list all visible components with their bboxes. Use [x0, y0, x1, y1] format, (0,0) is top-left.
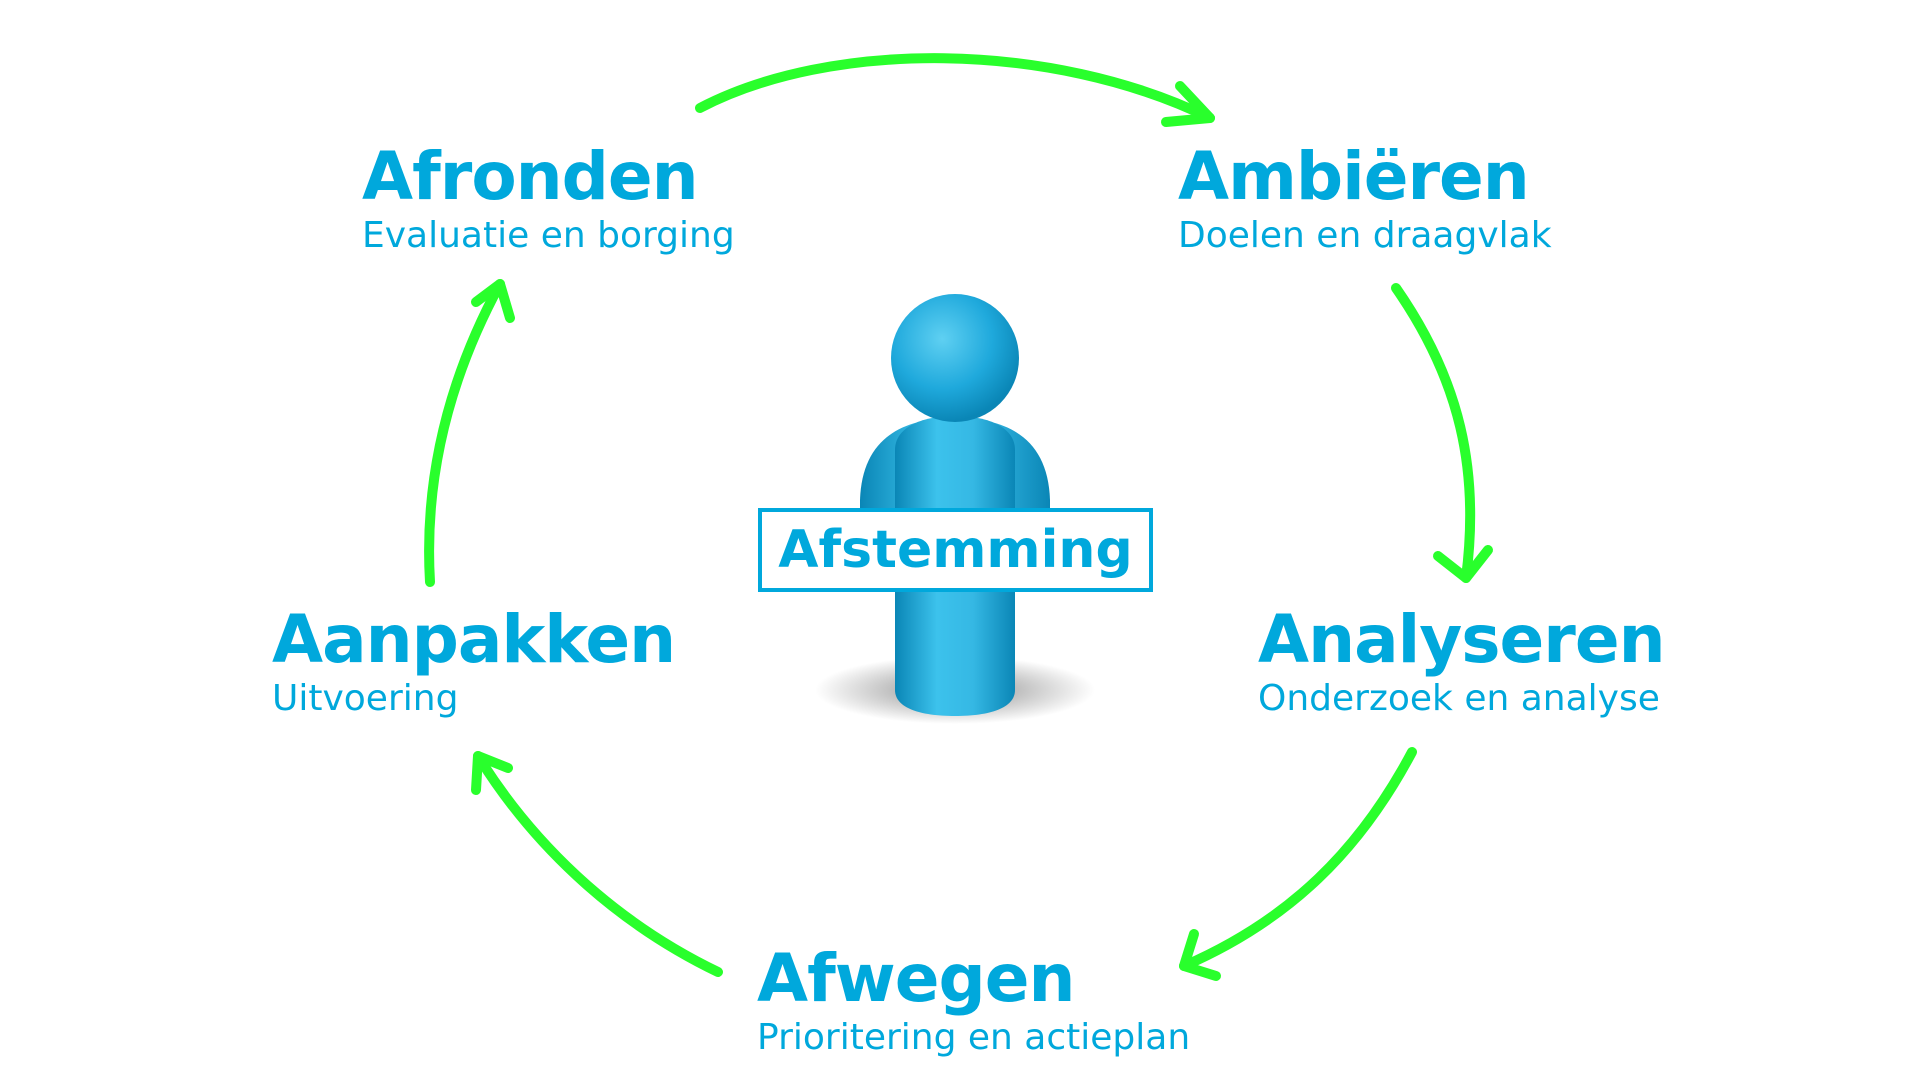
arrow-afwegen-to-aanpakken: [473, 751, 723, 977]
figure-head: [891, 294, 1019, 422]
stage-ambieren-subtitle: Doelen en draagvlak: [1178, 215, 1552, 256]
arrow-head-afronden-to-ambieren: [1161, 81, 1215, 127]
stage-ambieren-title: Ambiëren: [1178, 138, 1530, 215]
arrow-afronden-to-ambieren: [695, 53, 1215, 123]
stage-afronden-title: Afronden: [362, 138, 699, 215]
stage-analyseren-subtitle: Onderzoek en analyse: [1258, 678, 1660, 719]
stage-analyseren: Analyseren Onderzoek en analyse: [1258, 601, 1666, 721]
arrow-ambieren-to-analyseren: [1391, 283, 1476, 583]
stage-aanpakken-subtitle: Uitvoering: [272, 678, 459, 719]
arrow-analyseren-to-afwegen: [1179, 747, 1417, 971]
stage-analyseren-title: Analyseren: [1258, 601, 1666, 678]
arrow-head-afwegen-to-aanpakken: [471, 751, 513, 795]
stage-afwegen-subtitle: Prioritering en actieplan: [757, 1017, 1191, 1058]
stage-afronden: Afronden Evaluatie en borging: [362, 140, 735, 258]
stage-aanpakken-title: Aanpakken: [272, 601, 676, 678]
stage-afronden-subtitle: Evaluatie en borging: [362, 215, 735, 256]
stage-afwegen-title: Afwegen: [757, 940, 1076, 1017]
arrow-head-ambieren-to-analyseren: [1433, 545, 1493, 583]
stage-afwegen: Afwegen Prioritering en actieplan: [757, 942, 1190, 1060]
arrow-aanpakken-to-afronden: [424, 279, 505, 587]
arrow-head-analyseren-to-afwegen: [1179, 929, 1221, 981]
stage-ambieren: Ambiëren Doelen en draagvlak: [1178, 140, 1552, 258]
center-label: Afstemming: [758, 508, 1153, 592]
stage-aanpakken: Aanpakken Uitvoering: [272, 601, 676, 721]
arrow-head-aanpakken-to-afronden: [471, 279, 515, 323]
